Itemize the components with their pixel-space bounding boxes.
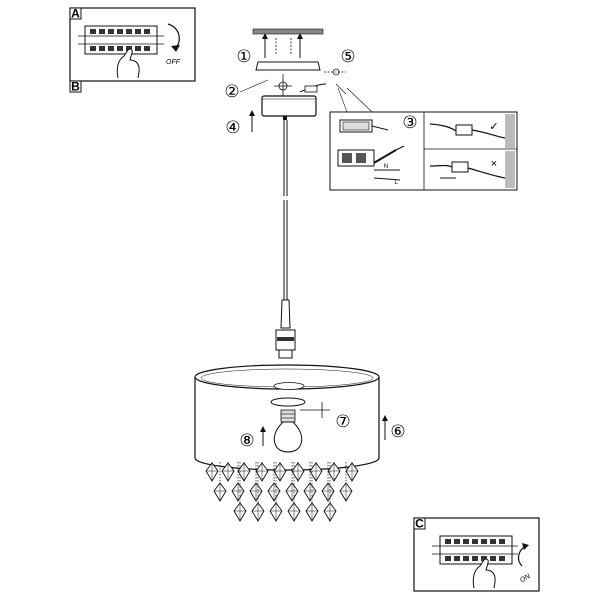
- step-8-label: ⑧: [239, 431, 254, 450]
- crystal-facet: [346, 463, 358, 481]
- panel-a-off-label: OFF: [166, 59, 181, 66]
- panel-a-switch-off: A OFF: [69, 7, 196, 82]
- crystal-facet: [222, 463, 234, 481]
- hand-icon: [472, 558, 496, 589]
- crystal-facet: [306, 503, 318, 521]
- hand-icon: [116, 48, 140, 79]
- step-7-label: ⑦: [335, 412, 350, 431]
- crystal-facet: [250, 483, 262, 501]
- panel-a-letter: A: [71, 7, 80, 21]
- drum-shade: [194, 364, 388, 471]
- crystal-facet: [268, 483, 280, 501]
- fuse-box-icon: [432, 535, 518, 565]
- crystal-facet: [232, 483, 244, 501]
- suspension-cable: [275, 116, 296, 359]
- fuse-box-icon: [78, 25, 164, 55]
- turn-arrow-icon: [167, 23, 180, 49]
- step-3-label: ③: [402, 113, 417, 132]
- crystal-facet: [234, 503, 246, 521]
- panel-c-switch-on: C ON: [413, 517, 540, 592]
- panel-b-letter: B: [71, 80, 80, 94]
- step-6-label: ⑥: [390, 422, 405, 441]
- light-bulb-icon: [273, 409, 303, 453]
- step-4-label: ④: [225, 118, 240, 137]
- crystal-facet: [214, 483, 226, 501]
- correct-mark-icon: ✓: [489, 121, 498, 133]
- neutral-wire-label: N: [384, 164, 388, 170]
- crystal-facet: [206, 463, 218, 481]
- step-2-label: ②: [224, 82, 239, 101]
- crystal-pendants: [205, 462, 359, 522]
- crystal-facet: [340, 483, 352, 501]
- crystal-facet: [304, 483, 316, 501]
- crystal-facet: [252, 503, 264, 521]
- step-1-label: ①: [236, 47, 251, 66]
- crystal-facet: [322, 483, 334, 501]
- wiring-detail-panel: N L ✓ ×: [329, 87, 518, 191]
- panel-b-marker: B: [69, 80, 82, 94]
- ceiling-mount: [239, 28, 347, 132]
- crystal-facet: [288, 503, 300, 521]
- crystal-facet: [286, 483, 298, 501]
- live-wire-label: L: [394, 180, 398, 186]
- wrong-mark-icon: ×: [491, 158, 497, 170]
- panel-c-on-label: ON: [519, 573, 532, 585]
- crystal-facet: [324, 503, 336, 521]
- panel-c-letter: C: [415, 517, 424, 531]
- crystal-facet: [270, 503, 282, 521]
- step-5-label: ⑤: [340, 47, 355, 66]
